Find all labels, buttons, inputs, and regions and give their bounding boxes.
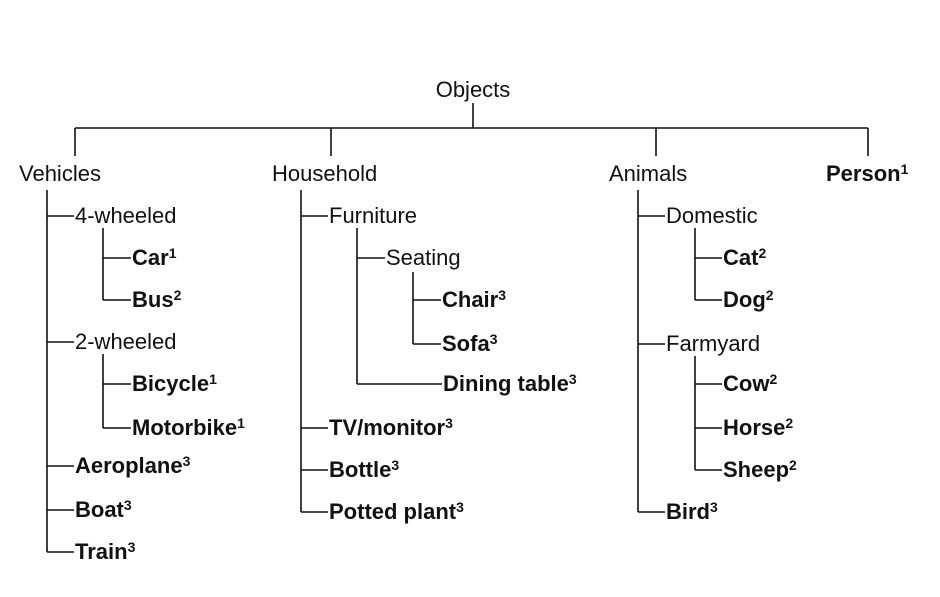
leaf-sofa-superscript: 3: [489, 331, 498, 347]
leaf-chair: Chair3: [442, 287, 509, 312]
leaf-dog-name: Dog: [723, 287, 766, 312]
leaf-bird-name: Bird: [666, 499, 710, 524]
leaf-sofa-name: Sofa: [442, 331, 490, 356]
leaf-bottle-name: Bottle: [329, 457, 392, 482]
leaf-sheep-superscript: 2: [789, 457, 797, 473]
leaf-bird: Bird3: [666, 499, 720, 524]
leaf-motorbike-name: Motorbike: [132, 415, 238, 440]
category-animals: Animals: [609, 161, 690, 186]
leaf-cat-superscript: 2: [758, 245, 767, 261]
leaf-dog: Dog2: [723, 287, 776, 312]
leaf-dining-table-name: Dining table: [443, 371, 569, 396]
subcategory-4-wheeled: 4-wheeled: [75, 203, 179, 228]
leaf-person-superscript: 1: [900, 161, 909, 177]
leaf-motorbike: Motorbike1: [132, 415, 247, 440]
leaf-motorbike-superscript: 1: [237, 415, 245, 431]
subcategory-domestic: Domestic: [666, 203, 760, 228]
leaf-car-superscript: 1: [168, 245, 177, 261]
leaf-horse-name: Horse: [723, 415, 786, 440]
leaf-aeroplane: Aeroplane3: [75, 453, 193, 478]
subcategory-furniture: Furniture: [329, 203, 420, 228]
leaf-potted-plant: Potted plant3: [329, 499, 466, 524]
leaf-tv-monitor: TV/monitor3: [329, 415, 455, 440]
leaf-train-name: Train: [75, 539, 128, 564]
leaf-bus: Bus2: [132, 287, 184, 312]
leaf-boat: Boat3: [75, 497, 134, 522]
subcategory-2-wheeled: 2-wheeled: [75, 329, 179, 354]
leaf-horse-superscript: 2: [785, 415, 794, 431]
leaf-train-superscript: 3: [127, 539, 136, 555]
leaf-person-name: Person: [826, 161, 901, 186]
leaf-chair-name: Chair: [442, 287, 499, 312]
leaf-cow-name: Cow: [723, 371, 770, 396]
leaf-cat: Cat2: [723, 245, 769, 270]
leaf-bottle-superscript: 3: [391, 457, 400, 473]
leaf-potted-plant-name: Potted plant: [329, 499, 457, 524]
leaf-dining-table-superscript: 3: [568, 371, 577, 387]
leaf-cow: Cow2: [723, 371, 780, 396]
leaf-horse: Horse2: [723, 415, 796, 440]
leaf-bus-name: Bus: [132, 287, 174, 312]
leaf-sheep: Sheep2: [723, 457, 799, 482]
root-node-label: Objects: [432, 79, 514, 101]
leaf-chair-superscript: 3: [498, 287, 507, 303]
leaf-tv-monitor-superscript: 3: [445, 415, 453, 431]
leaf-train: Train3: [75, 539, 138, 564]
leaf-sheep-name: Sheep: [723, 457, 790, 482]
leaf-boat-name: Boat: [75, 497, 124, 522]
leaf-bus-superscript: 2: [173, 287, 182, 303]
leaf-bicycle: Bicycle1: [132, 371, 219, 396]
category-vehicles: Vehicles: [19, 161, 103, 186]
leaf-dog-superscript: 2: [765, 287, 774, 303]
leaf-boat-superscript: 3: [123, 497, 132, 513]
subcategory-seating: Seating: [386, 245, 463, 270]
leaf-aeroplane-name: Aeroplane: [75, 453, 183, 478]
leaf-bicycle-superscript: 1: [209, 371, 217, 387]
leaf-potted-plant-superscript: 3: [456, 499, 464, 515]
leaf-sofa: Sofa3: [442, 331, 500, 356]
leaf-car: Car1: [132, 245, 179, 270]
leaf-bottle: Bottle3: [329, 457, 402, 482]
leaf-tv-monitor-name: TV/monitor: [329, 415, 446, 440]
leaf-aeroplane-superscript: 3: [182, 453, 191, 469]
leaf-bird-superscript: 3: [710, 499, 718, 515]
leaf-cow-superscript: 2: [769, 371, 778, 387]
category-household: Household: [272, 161, 380, 186]
subcategory-farmyard: Farmyard: [666, 331, 763, 356]
leaf-car-name: Car: [132, 245, 169, 270]
leaf-cat-name: Cat: [723, 245, 759, 270]
leaf-bicycle-name: Bicycle: [132, 371, 210, 396]
leaf-person: Person1: [826, 161, 911, 186]
leaf-dining-table: Dining table3: [443, 371, 579, 396]
